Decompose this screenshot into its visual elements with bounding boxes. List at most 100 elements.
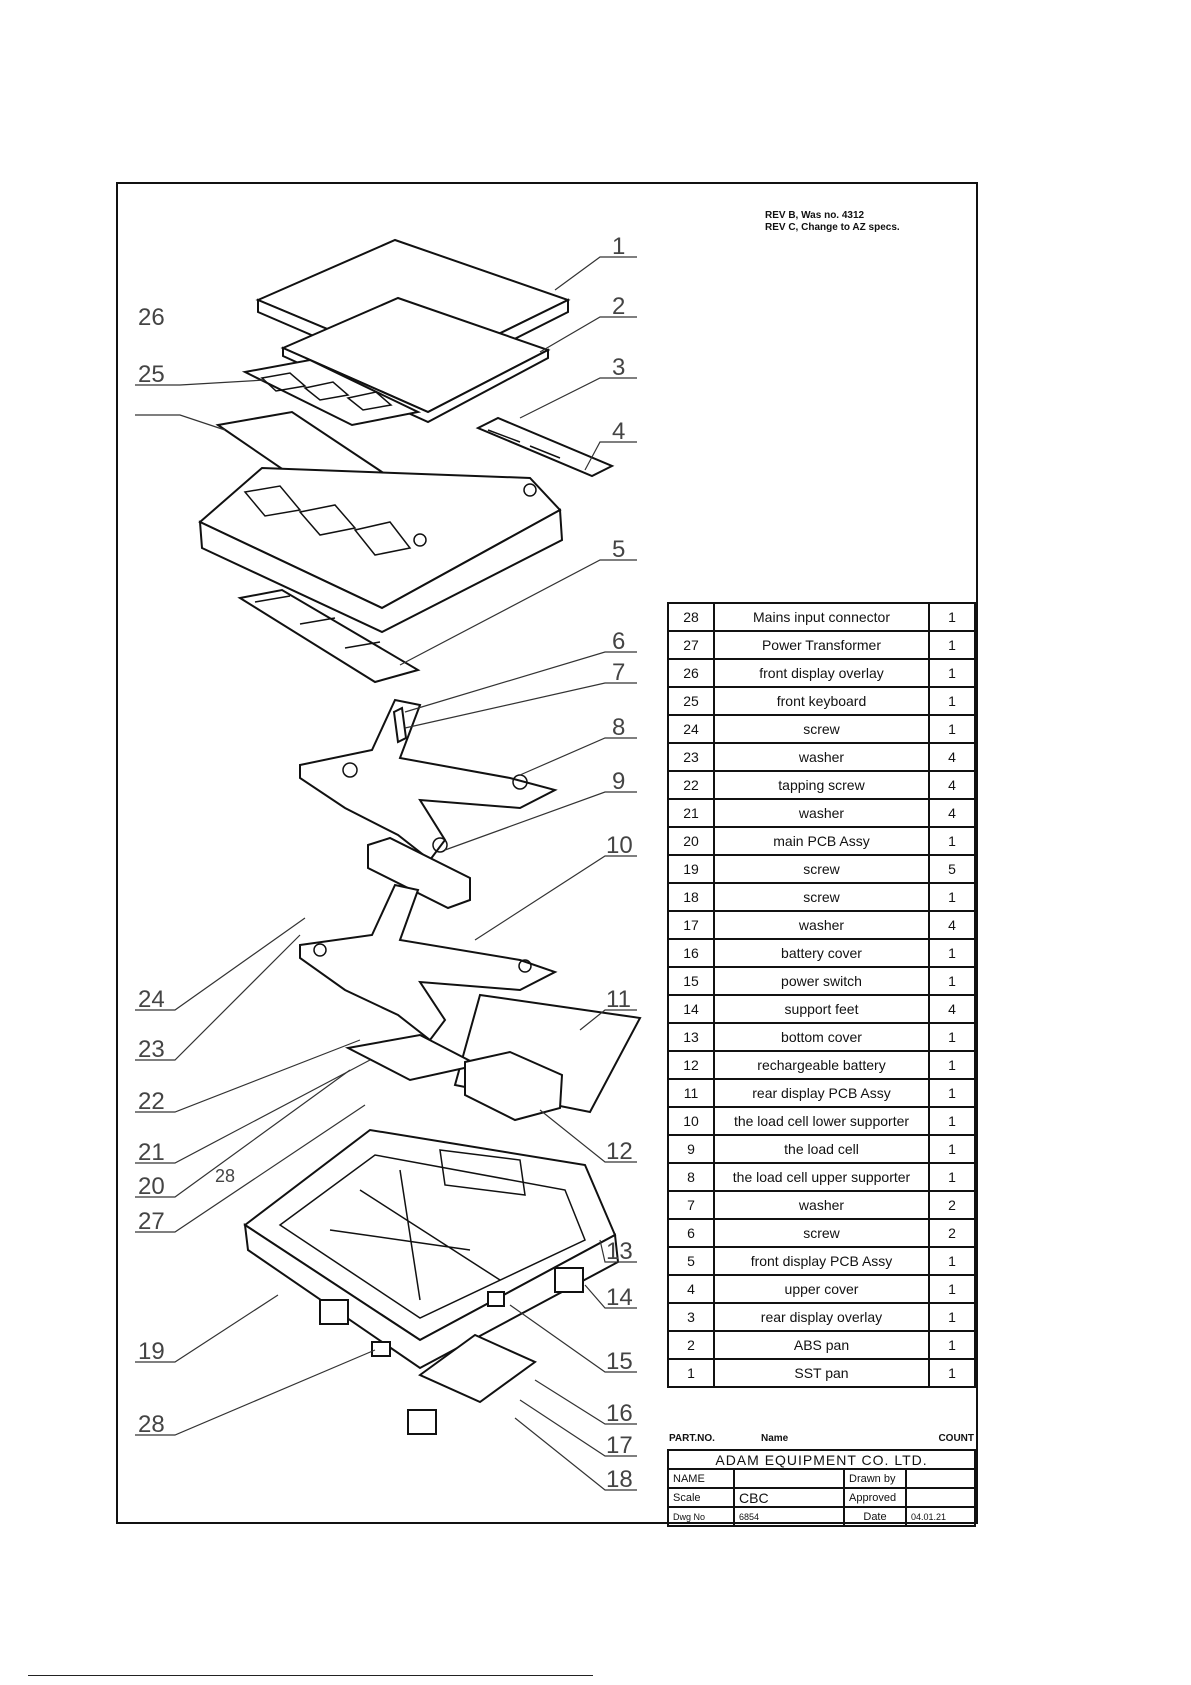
dwg-no-value: 6854: [733, 1506, 845, 1527]
date-value: 04.01.21: [905, 1506, 976, 1527]
callout-26: 26: [138, 304, 165, 331]
front-display-pcb: [237, 588, 421, 684]
part-number-cell: 12: [667, 1050, 715, 1080]
page-bottom-rule: [28, 1675, 593, 1676]
part-count-cell: 1: [928, 658, 976, 688]
callout-25: 25: [138, 361, 165, 388]
part-count-cell: 1: [928, 630, 976, 660]
part-name-cell: ABS pan: [713, 1330, 930, 1360]
part-count-cell: 1: [928, 1246, 976, 1276]
bottom-cover: [243, 1128, 620, 1370]
parts-table-header: PART.NO. Name COUNT: [667, 1431, 976, 1447]
part-name-cell: rear display overlay: [713, 1302, 930, 1332]
part-count-cell: 1: [928, 966, 976, 996]
part-name-cell: support feet: [713, 994, 930, 1024]
part-count-cell: 4: [928, 770, 976, 800]
mains-input-connector: [371, 1341, 391, 1357]
part-number-cell: 23: [667, 742, 715, 772]
company-name: ADAM EQUIPMENT CO. LTD.: [667, 1449, 976, 1470]
name-value: [733, 1468, 845, 1489]
approved-value: [905, 1487, 976, 1508]
part-count-cell: 1: [928, 1274, 976, 1304]
part-count-cell: 1: [928, 826, 976, 856]
callout-14: 14: [606, 1284, 633, 1311]
part-number-cell: 8: [667, 1162, 715, 1192]
callout-27: 27: [138, 1208, 165, 1235]
front-display-overlay: [241, 358, 422, 427]
part-number-cell: 21: [667, 798, 715, 828]
part-number-cell: 28: [667, 602, 715, 632]
part-name-cell: the load cell upper supporter: [713, 1162, 930, 1192]
part-name-cell: washer: [713, 742, 930, 772]
dwg-no-label: Dwg No: [667, 1506, 735, 1527]
callout-2: 2: [612, 293, 625, 320]
part-number-cell: 10: [667, 1106, 715, 1136]
callout-10: 10: [606, 832, 633, 859]
part-number-cell: 15: [667, 966, 715, 996]
callout-9: 9: [612, 768, 625, 795]
part-name-cell: washer: [713, 910, 930, 940]
part-name-cell: front display overlay: [713, 658, 930, 688]
part-count-cell: 1: [928, 1162, 976, 1192]
col-part-no: PART.NO.: [669, 1433, 715, 1444]
scale-label: Scale: [667, 1487, 735, 1508]
part-count-cell: 1: [928, 938, 976, 968]
power-switch: [487, 1291, 505, 1307]
callout-15: 15: [606, 1348, 633, 1375]
callout-24: 24: [138, 986, 165, 1013]
part-count-cell: 1: [928, 1106, 976, 1136]
part-number-cell: 20: [667, 826, 715, 856]
rev-note: REV B, Was no. 4312: [765, 210, 865, 221]
part-count-cell: 1: [928, 882, 976, 912]
part-count-cell: 1: [928, 1330, 976, 1360]
callout-19: 19: [138, 1338, 165, 1365]
part-count-cell: 1: [928, 714, 976, 744]
part-name-cell: main PCB Assy: [713, 826, 930, 856]
part-name-cell: screw: [713, 854, 930, 884]
part-number-cell: 1: [667, 1358, 715, 1388]
drawing-sheet-frame: [116, 182, 978, 1524]
callout-23: 23: [138, 1036, 165, 1063]
col-count: COUNT: [938, 1433, 974, 1444]
part-number-cell: 14: [667, 994, 715, 1024]
rechargeable-battery: [464, 1050, 564, 1122]
upper-housing: [198, 466, 564, 634]
callout-3: 3: [612, 354, 625, 381]
part-name-cell: Mains input connector: [713, 602, 930, 632]
part-count-cell: 4: [928, 798, 976, 828]
callout-28-inline: 28: [215, 1166, 235, 1186]
part-number-cell: 22: [667, 770, 715, 800]
part-name-cell: battery cover: [713, 938, 930, 968]
callout-4: 4: [612, 418, 625, 445]
part-name-cell: upper cover: [713, 1274, 930, 1304]
part-count-cell: 2: [928, 1218, 976, 1248]
col-name: Name: [761, 1433, 789, 1444]
part-count-cell: 4: [928, 910, 976, 940]
part-name-cell: screw: [713, 1218, 930, 1248]
part-name-cell: washer: [713, 798, 930, 828]
callout-17: 17: [606, 1432, 633, 1459]
part-name-cell: screw: [713, 882, 930, 912]
part-number-cell: 5: [667, 1246, 715, 1276]
part-count-cell: 1: [928, 1078, 976, 1108]
callout-22: 22: [138, 1088, 165, 1115]
name-label: NAME: [667, 1468, 735, 1489]
part-name-cell: rear display PCB Assy: [713, 1078, 930, 1108]
load-cell-lower-supporter: [299, 883, 558, 1042]
callout-7: 7: [612, 659, 625, 686]
support-feet: [319, 1267, 584, 1435]
